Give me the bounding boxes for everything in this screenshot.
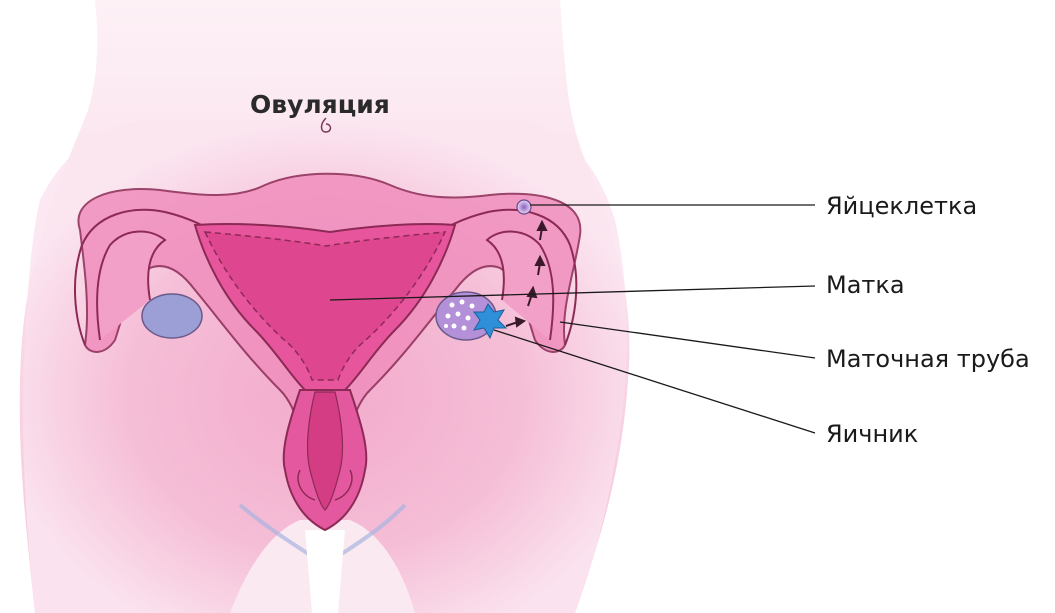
label-ovary: Яичник <box>826 420 918 448</box>
egg-cell <box>517 200 531 214</box>
label-egg: Яйцеклетка <box>826 192 977 220</box>
diagram-title: Овуляция <box>250 90 390 119</box>
left-ovary <box>142 294 202 338</box>
label-uterus: Матка <box>826 271 905 299</box>
label-tube: Маточная труба <box>826 345 1030 373</box>
